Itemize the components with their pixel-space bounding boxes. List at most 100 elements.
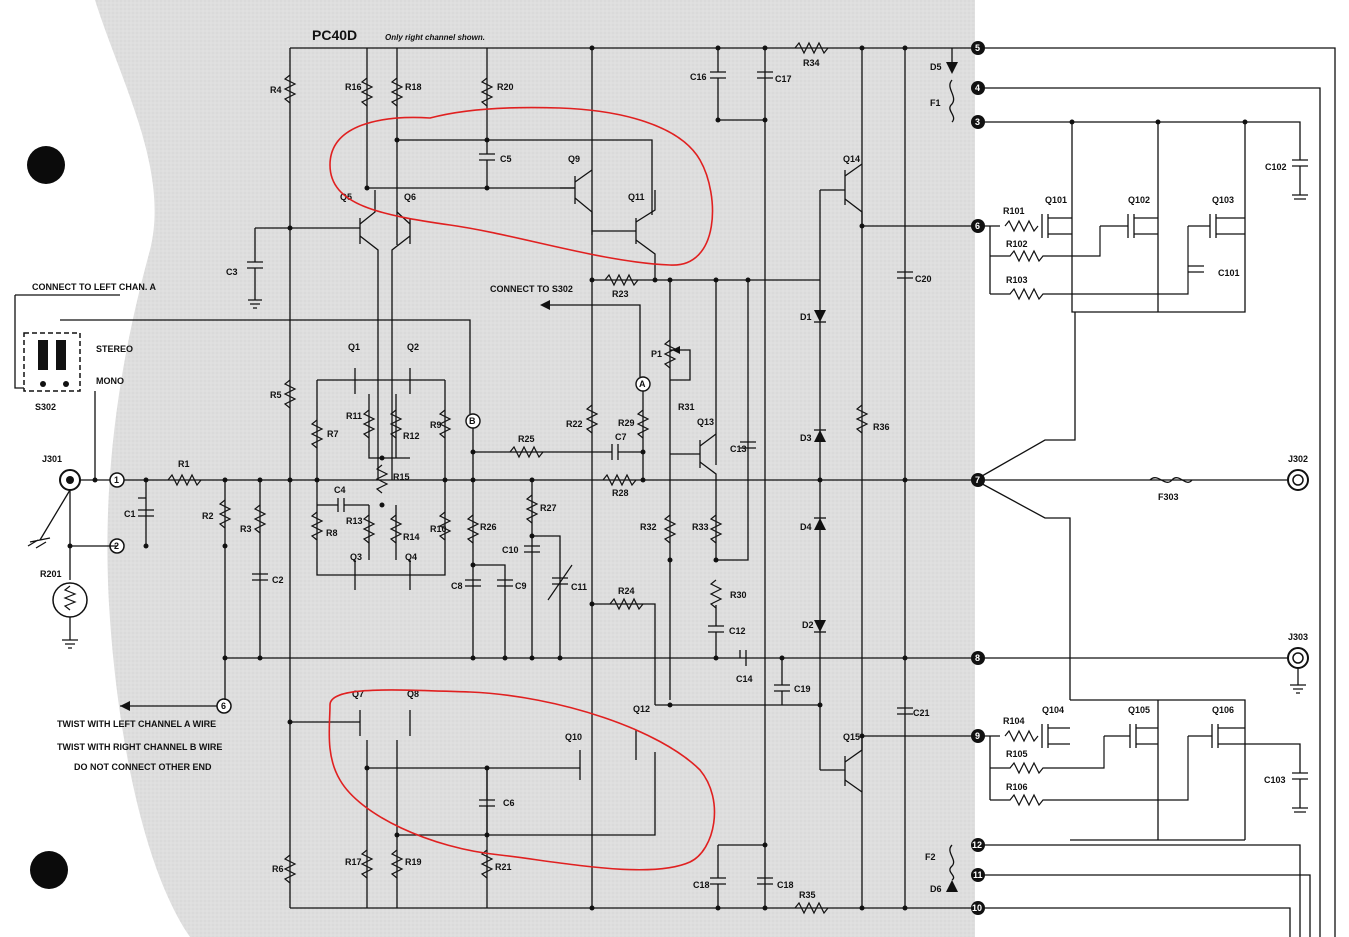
svg-text:R3: R3 [240,524,252,534]
upper-vas: Q9 Q11 [560,154,656,280]
svg-text:R34: R34 [803,58,820,68]
svg-text:C7: C7 [615,432,627,442]
svg-text:R21: R21 [495,862,512,872]
connector-j302: J302 [1287,454,1309,491]
compensation-network: R26 C8 C9 R27 C10 C11 [451,477,587,658]
svg-text:R22: R22 [566,419,583,429]
feedback-r23: R23 CONNECT TO S302 [490,273,820,377]
terminal-6: 6 [971,219,985,233]
highlight-lower-loop [328,689,716,871]
svg-text:R14: R14 [403,532,420,542]
svg-text:C10: C10 [502,545,519,555]
svg-text:R103: R103 [1006,275,1028,285]
svg-text:3: 3 [975,117,980,127]
supply-caps: C16 C17 R34 C18 C18 R35 C14 C19 C20 C21 [690,41,932,915]
svg-text:R19: R19 [405,857,422,867]
svg-text:R24: R24 [618,586,635,596]
page-subtitle: Only right channel shown. [385,33,485,42]
svg-text:P1: P1 [651,349,662,359]
svg-text:MONO: MONO [96,376,124,386]
svg-text:1: 1 [114,475,119,485]
terminal-8: 8 [971,651,985,665]
svg-text:R16: R16 [345,82,362,92]
paper-shade [95,0,975,937]
svg-text:CONNECT TO LEFT CHAN. A: CONNECT TO LEFT CHAN. A [32,282,156,292]
svg-text:9: 9 [975,731,980,741]
svg-text:R101: R101 [1003,206,1025,216]
svg-text:R7: R7 [327,429,339,439]
svg-text:11: 11 [973,870,983,880]
svg-text:12: 12 [972,840,982,850]
twist-note: TWIST WITH LEFT CHANNEL A WIRE TWIST WIT… [57,701,222,772]
lower-differential: Q7 Q8 C6 R17 R19 R21 Q10 Q12 R24 [287,586,820,908]
svg-text:Q13: Q13 [697,417,714,427]
svg-text:Q2: Q2 [407,342,419,352]
input-stage: R7 R9 R8 R10 Q1 Q2 Q3 Q4 R11 R12 R15 R13… [287,225,452,590]
svg-text:Q105: Q105 [1128,705,1150,715]
binder-hole-bottom [30,851,68,889]
svg-text:Q102: Q102 [1128,195,1150,205]
feedback-network: R25 C7 R28 [470,428,646,498]
svg-text:D2: D2 [802,620,814,630]
page-title: PC40D [312,27,357,43]
svg-text:R102: R102 [1006,239,1028,249]
svg-text:C13: C13 [730,444,747,454]
svg-text:D1: D1 [800,312,812,322]
svg-text:B: B [469,416,476,426]
svg-text:C4: C4 [334,485,346,495]
svg-text:R20: R20 [497,82,514,92]
svg-text:D5: D5 [930,62,942,72]
svg-text:C12: C12 [729,626,746,636]
svg-text:C8: C8 [451,581,463,591]
supply-rails [70,47,975,909]
fuses: F1 F2 F303 [925,79,1193,881]
svg-text:R201: R201 [40,569,62,579]
svg-text:J301: J301 [42,454,62,464]
svg-text:Q4: Q4 [405,552,417,562]
svg-text:6: 6 [221,701,226,711]
svg-text:R23: R23 [612,289,629,299]
svg-text:TWIST WITH RIGHT CHANNEL B WIR: TWIST WITH RIGHT CHANNEL B WIRE [57,742,222,752]
svg-text:R104: R104 [1003,716,1025,726]
switch-s302: S302 STEREO MONO CONNECT TO LEFT CHAN. A [14,282,471,480]
diode-string: D1 D3 D4 D2 D5 D6 [800,48,958,894]
svg-text:Q3: Q3 [350,552,362,562]
svg-text:C1: C1 [124,509,136,519]
svg-text:R26: R26 [480,522,497,532]
svg-text:C6: C6 [503,798,515,808]
terminal-5: 5 [971,41,985,55]
svg-text:Q101: Q101 [1045,195,1067,205]
svg-text:R36: R36 [873,422,890,432]
svg-text:Q106: Q106 [1212,705,1234,715]
mosfet-bank-lower: R104 Q104 R105 Q105 R106 Q106 C103 [990,705,1308,813]
svg-text:D6: D6 [930,884,942,894]
svg-text:C21: C21 [913,708,930,718]
svg-text:C5: C5 [500,154,512,164]
svg-text:Q103: Q103 [1212,195,1234,205]
terminal-10: 10 [971,901,985,915]
svg-text:R27: R27 [540,503,557,513]
mosfet-bank-upper: R101 Q101 R102 Q102 R103 Q103 C101 C102 [990,119,1308,301]
svg-text:C3: C3 [226,267,238,277]
svg-text:R105: R105 [1006,749,1028,759]
svg-text:R6: R6 [272,864,284,874]
svg-text:R106: R106 [1006,782,1028,792]
svg-text:R30: R30 [730,590,747,600]
svg-text:Q104: Q104 [1042,705,1064,715]
svg-text:R2: R2 [202,511,214,521]
svg-text:Q15: Q15 [843,732,860,742]
input-network: R201 C1 R1 R2 R3 C2 [40,459,284,700]
svg-text:Q8: Q8 [407,689,419,699]
terminal-12: 12 [971,838,985,852]
svg-text:Q6: Q6 [404,192,416,202]
svg-text:R11: R11 [346,411,362,421]
svg-text:A: A [639,379,646,389]
terminal-4: 4 [971,81,985,95]
svg-text:5: 5 [975,43,980,53]
svg-text:C18: C18 [693,880,710,890]
svg-text:R32: R32 [640,522,657,532]
svg-text:Q11: Q11 [628,192,645,202]
svg-text:R25: R25 [518,434,535,444]
